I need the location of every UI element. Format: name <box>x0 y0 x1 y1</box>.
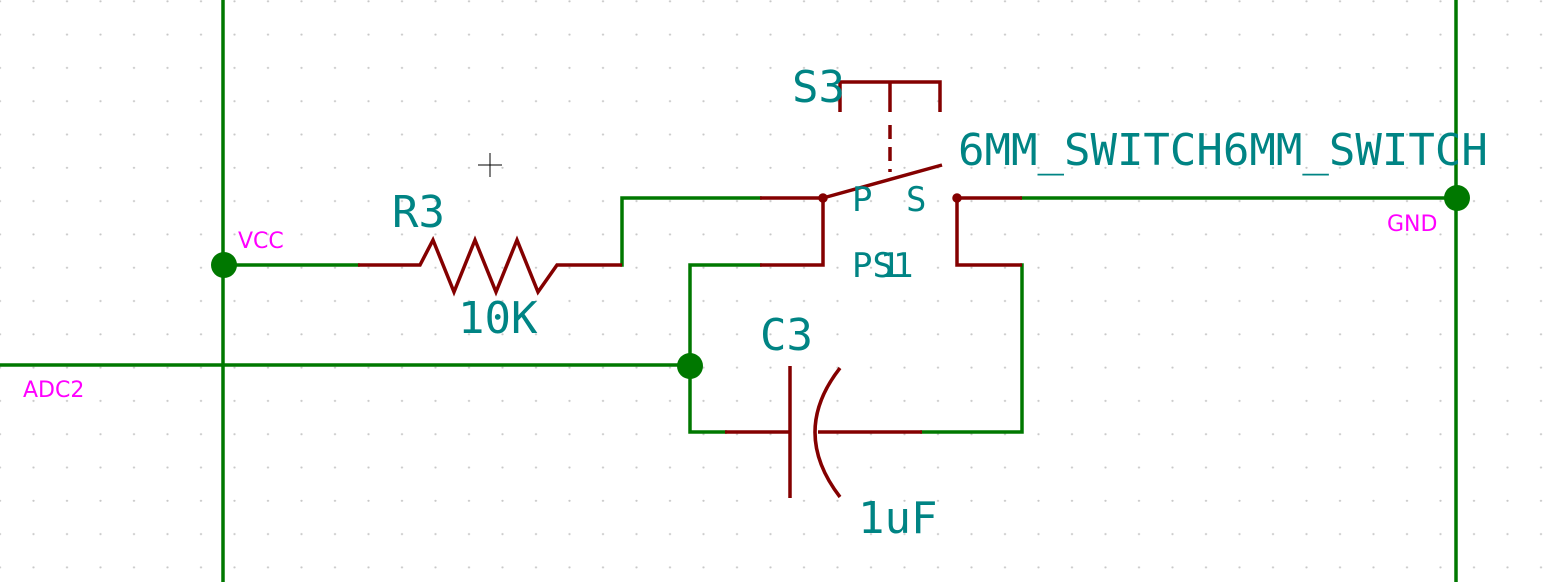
r3-value[interactable]: 10K <box>458 293 538 344</box>
net-label-vcc[interactable]: VCC <box>238 229 284 254</box>
c3-value[interactable]: 1uF <box>858 493 937 544</box>
switch-s-loop-wire[interactable] <box>920 263 1024 434</box>
s3-pin-bottom-overlap-label: 1 <box>880 246 900 286</box>
s3-pin-bottom-label: PS1 <box>852 246 913 286</box>
net-label-adc2[interactable]: ADC2 <box>23 378 84 403</box>
r3-reference[interactable]: R3 <box>392 187 445 238</box>
s3-reference[interactable]: S3 <box>792 62 845 113</box>
resistor-r3-symbol[interactable] <box>358 235 622 297</box>
s3-pin-p-label: P <box>852 180 872 220</box>
capacitor-c3-symbol[interactable] <box>725 366 922 499</box>
switch-p-to-c3-wire[interactable] <box>688 263 762 434</box>
junctions <box>211 185 1470 379</box>
s3-pin-s-label: S <box>906 180 926 220</box>
adc2-junction <box>677 353 703 379</box>
wires[interactable] <box>0 0 1458 582</box>
switch-s3-symbol[interactable] <box>760 80 1022 267</box>
crosshair-icon <box>478 153 502 177</box>
gnd-junction <box>1444 185 1470 211</box>
r3-to-switch-wire[interactable] <box>620 196 762 267</box>
c3-reference[interactable]: C3 <box>760 310 813 361</box>
s3-value[interactable]: 6MM_SWITCH6MM_SWITCH <box>958 125 1488 176</box>
vcc-junction <box>211 252 237 278</box>
net-label-gnd[interactable]: GND <box>1387 212 1437 237</box>
